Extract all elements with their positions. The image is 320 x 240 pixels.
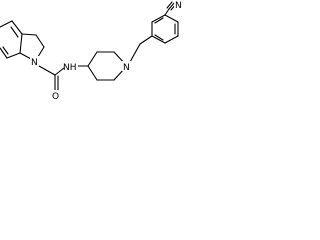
urea-group: NH O: [38, 61, 78, 102]
bond: [11, 20, 23, 35]
indoline-group: N: [0, 20, 45, 68]
bond: [154, 17, 164, 24]
piperidine-nitrogen-label: N: [123, 63, 130, 73]
bond: [164, 35, 179, 44]
bond: [164, 14, 179, 23]
molecule-structure-diagram: N N NH O: [0, 0, 183, 102]
bond: [54, 67, 65, 76]
bond: [10, 26, 19, 38]
bond: [0, 47, 8, 59]
bond: [129, 43, 141, 63]
bond: [35, 34, 45, 48]
bond: [21, 33, 37, 36]
benzonitrile-group: N: [151, 0, 183, 44]
bond: [6, 52, 21, 59]
chemical-structure-canvas: N N NH O: [0, 0, 193, 111]
bond: [19, 33, 23, 54]
bond: [151, 35, 166, 44]
piperidine-group: N: [87, 51, 131, 81]
bond: [139, 35, 153, 45]
carbonyl-oxygen-label: O: [52, 92, 59, 102]
bond: [0, 20, 13, 28]
nitrile-nitrogen-label: N: [175, 1, 182, 11]
bond: [154, 34, 164, 41]
bond: [164, 8, 170, 16]
amide-nh-label: NH: [63, 63, 77, 73]
bond: [2, 46, 9, 55]
bond: [87, 51, 98, 67]
bond: [87, 65, 98, 81]
bond: [38, 65, 56, 76]
bond: [166, 1, 173, 9]
indoline-nitrogen-label: N: [31, 58, 38, 68]
bond: [151, 14, 166, 23]
